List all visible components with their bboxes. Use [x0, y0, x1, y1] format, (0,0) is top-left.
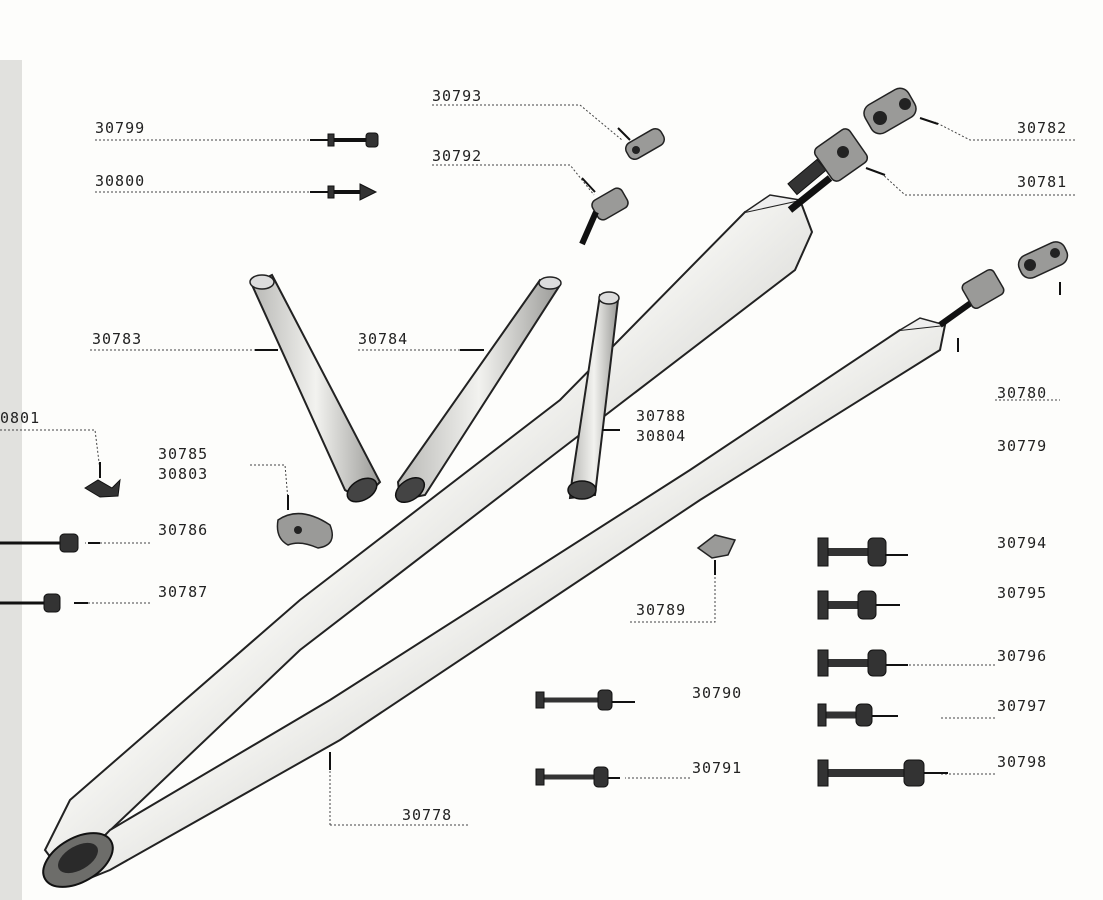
label-30783: 30783 — [92, 330, 143, 348]
strut-30788 — [567, 291, 620, 500]
clip-30789 — [696, 534, 737, 559]
label-30778: 30778 — [402, 806, 453, 824]
bracket-30785 — [276, 512, 333, 549]
label-30790: 30790 — [692, 684, 743, 702]
label-30797: 30797 — [997, 697, 1048, 715]
label-30800: 30800 — [95, 172, 146, 190]
strut-30783 — [249, 273, 382, 503]
bolt-30797 — [817, 703, 873, 727]
label-30793: 30793 — [432, 87, 483, 105]
label-30801: 0801 — [0, 409, 41, 427]
label-30786: 30786 — [158, 521, 209, 539]
label-30787: 30787 — [158, 583, 209, 601]
bolt-30800 — [327, 183, 378, 201]
bolt-30798 — [817, 759, 925, 787]
label-30794: 30794 — [997, 534, 1048, 552]
lower-tube-30778 — [78, 317, 947, 882]
scan-edge — [0, 60, 22, 900]
label-30803: 30803 — [158, 465, 209, 483]
label-30804: 30804 — [636, 427, 687, 445]
label-30789: 30789 — [636, 601, 687, 619]
bolt-30787 — [0, 593, 61, 613]
label-30779: 30779 — [997, 437, 1048, 455]
label-30798: 30798 — [997, 753, 1048, 771]
leader-lines — [0, 104, 1075, 826]
pin-30801 — [84, 478, 121, 498]
bolt-30790 — [535, 689, 613, 711]
label-30795: 30795 — [997, 584, 1048, 602]
label-30782: 30782 — [1017, 119, 1068, 137]
label-30792: 30792 — [432, 147, 483, 165]
bolt-30794 — [817, 537, 887, 567]
clamp-30793 — [624, 128, 666, 160]
fitting-30780 — [938, 268, 1005, 328]
fitting-30781 — [787, 128, 869, 213]
label-30784: 30784 — [358, 330, 409, 348]
label-30785: 30785 — [158, 445, 209, 463]
label-30781: 30781 — [1017, 173, 1068, 191]
bolt-30791 — [535, 766, 609, 788]
bolt-30799 — [327, 132, 379, 148]
fitting-30782 — [863, 87, 917, 135]
bolt-30796 — [817, 649, 887, 677]
bolt-30795 — [817, 590, 877, 620]
bolt-30786 — [0, 533, 79, 553]
strut-30784 — [394, 276, 562, 504]
label-30799: 30799 — [95, 119, 146, 137]
tube-base-cap — [42, 832, 114, 888]
label-30788: 30788 — [636, 407, 687, 425]
label-30796: 30796 — [997, 647, 1048, 665]
fitting-clip — [1017, 241, 1069, 279]
clamp-30792 — [579, 187, 629, 246]
label-30780: 30780 — [997, 384, 1048, 402]
pointer-arrows — [74, 117, 1061, 779]
label-30791: 30791 — [692, 759, 743, 777]
